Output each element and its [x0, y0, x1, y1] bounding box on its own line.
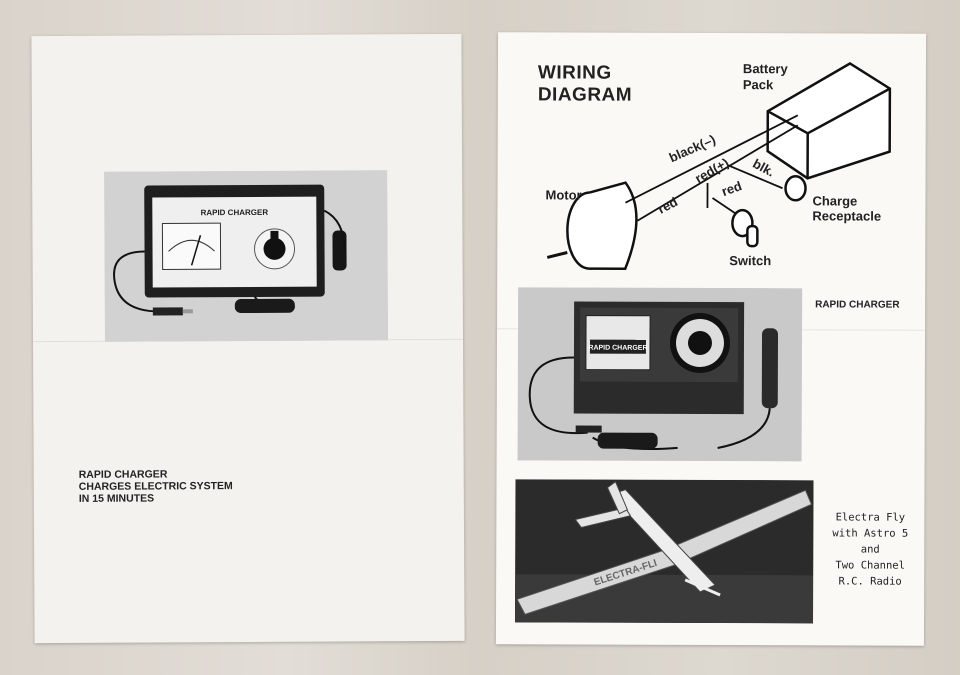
- switch-label: Switch: [729, 253, 772, 269]
- rapid-charger-caption: RAPID CHARGER: [815, 299, 900, 311]
- label-line: Battery: [742, 61, 788, 77]
- caption-line: CHARGES ELECTRIC SYSTEM: [78, 480, 233, 493]
- airplane-caption-line: Electra Fly: [835, 511, 906, 524]
- charge-receptacle-label: Charge Receptacle: [812, 193, 881, 223]
- airplane-photo: ELECTRA-FLI: [515, 479, 814, 624]
- battery-pack-label: Battery Pack: [743, 61, 788, 93]
- charger-label-right: RAPID CHARGER: [588, 345, 647, 352]
- caption-line: IN 15 MINUTES: [78, 492, 155, 505]
- charger-photo-right-image: RAPID CHARGER: [517, 287, 803, 462]
- left-sheet: RAPID CHARGER RAPID CHARGER CHARGES ELEC…: [31, 33, 465, 644]
- motor-label: Motor: [545, 187, 582, 203]
- label-line: Receptacle: [812, 208, 882, 224]
- right-sheet: WIRING DIAGRAM Battery: [495, 32, 927, 646]
- charge-receptacle-shape: [784, 175, 807, 202]
- charger-photo-left: RAPID CHARGER: [104, 170, 389, 342]
- airplane-caption-line: with Astro 5: [832, 527, 909, 540]
- charger-photo-right: RAPID CHARGER: [517, 287, 803, 462]
- wiring-diagram-drawing: [546, 62, 892, 270]
- label-line: Pack: [742, 77, 774, 93]
- airplane-caption-line: Two Channel: [835, 559, 905, 572]
- airplane-caption-line: and: [860, 543, 880, 556]
- caption-line: RAPID CHARGER: [78, 468, 168, 481]
- airplane-photo-image: ELECTRA-FLI: [515, 479, 814, 624]
- wiring-diagram: WIRING DIAGRAM Battery: [497, 32, 926, 283]
- charger-photo-left-image: RAPID CHARGER: [104, 170, 389, 342]
- left-caption: RAPID CHARGER CHARGES ELECTRIC SYSTEM IN…: [78, 468, 233, 505]
- airplane-caption: Electra Fly with Astro 5 and Two Channel…: [824, 509, 916, 589]
- airplane-caption-line: R.C. Radio: [838, 575, 902, 588]
- label-line: Charge: [812, 193, 858, 209]
- charger-label-left: RAPID CHARGER: [201, 208, 269, 217]
